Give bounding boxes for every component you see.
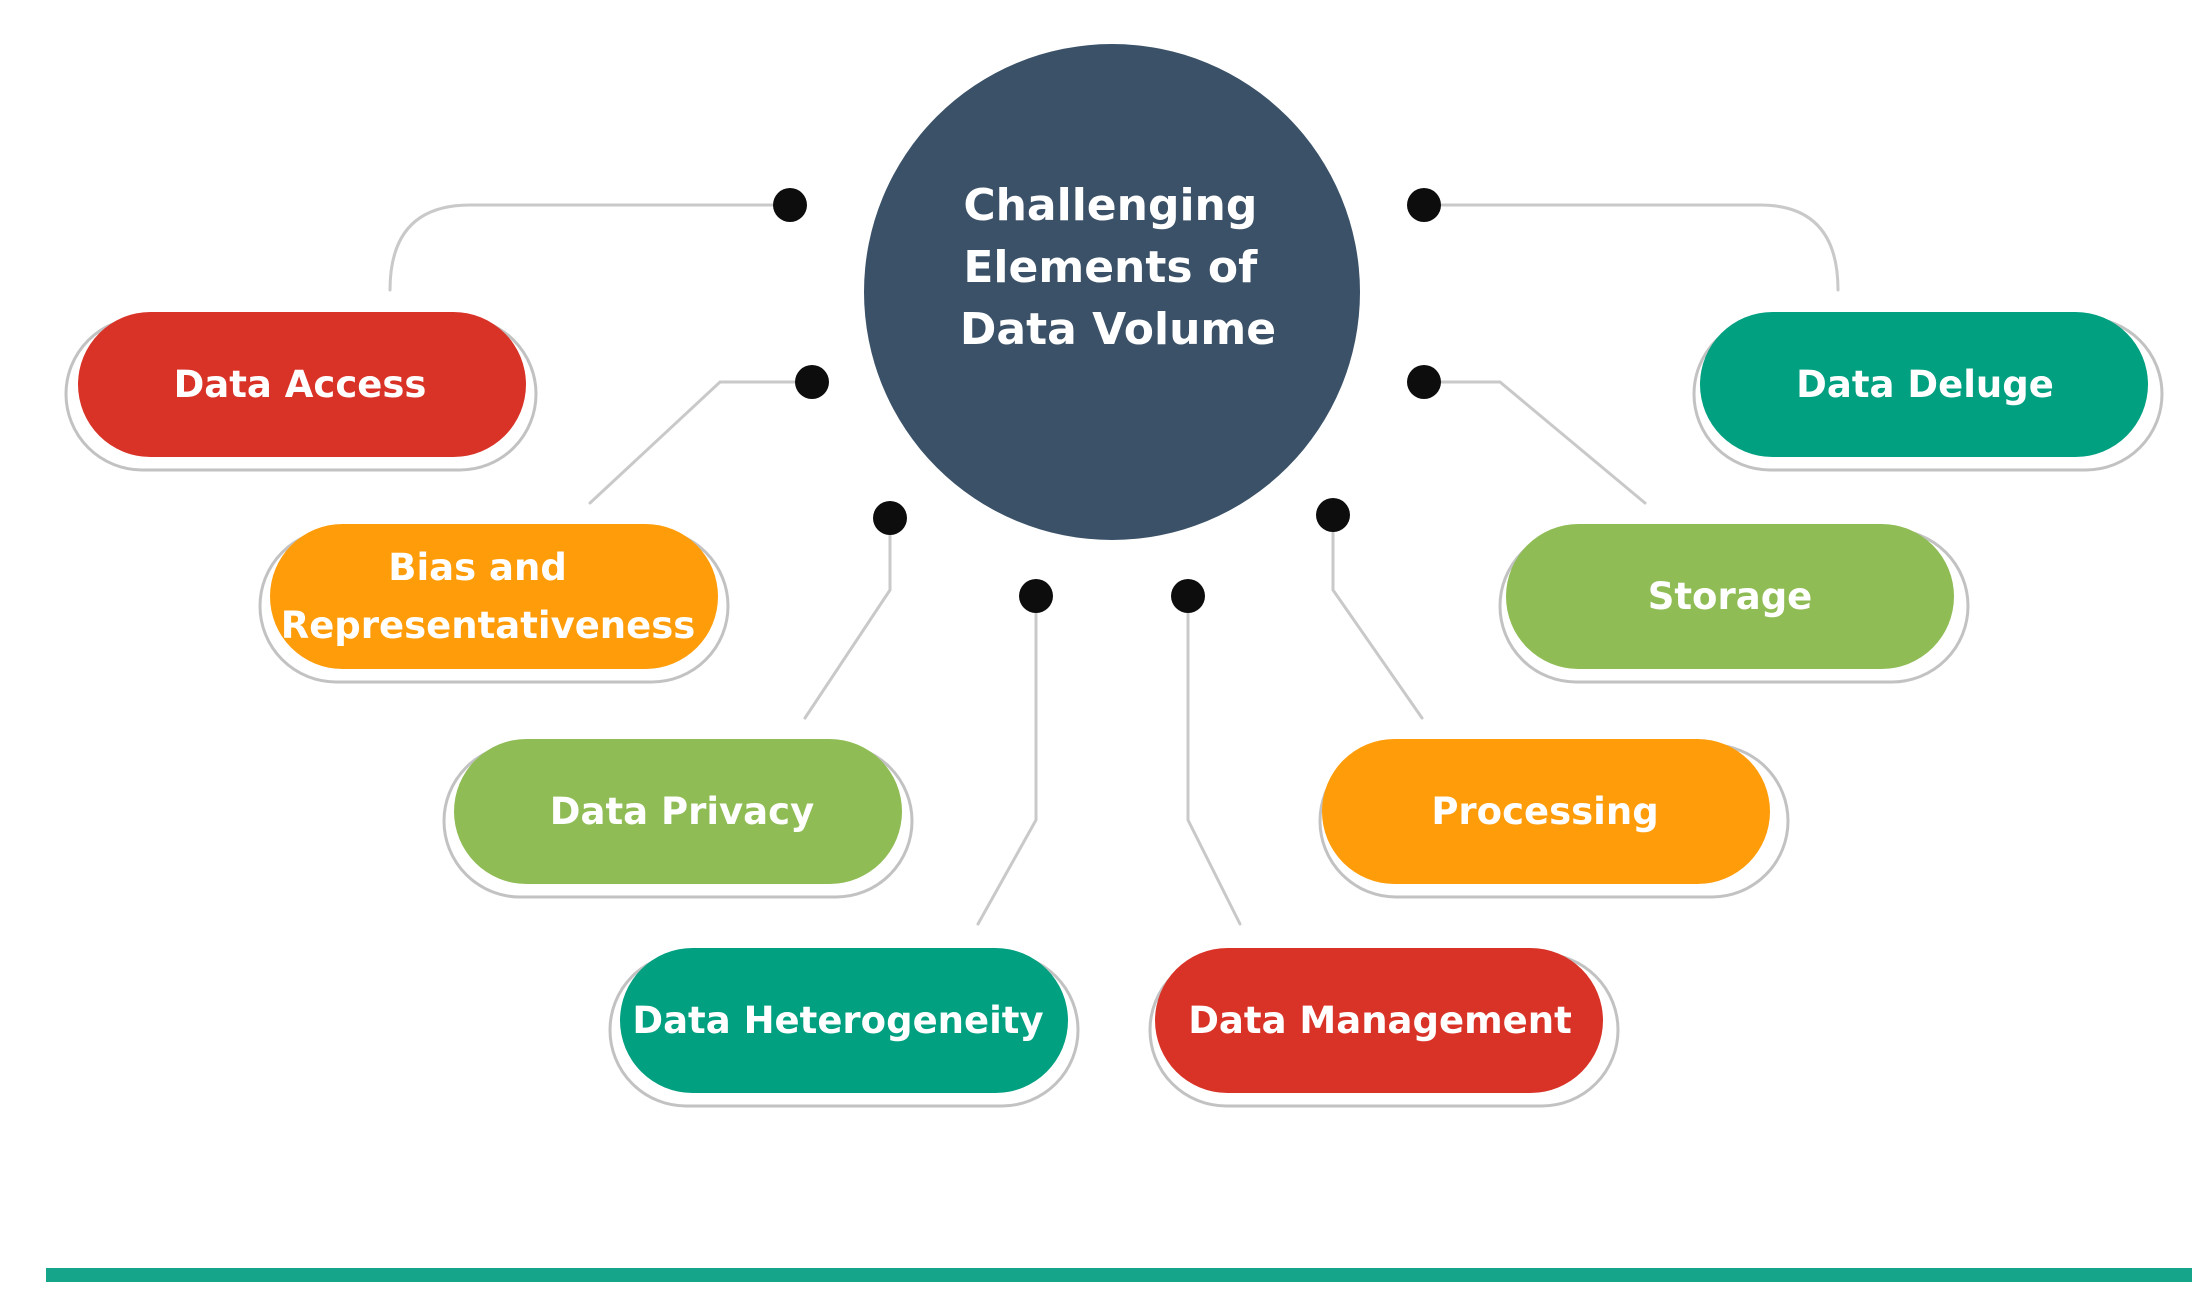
node-data-deluge-pill	[1700, 312, 2148, 457]
center-label-line-2: Elements of	[963, 242, 1258, 293]
node-storage-pill	[1506, 524, 1954, 669]
node-processing: Processing	[1318, 739, 1790, 899]
node-data-deluge: Data Deluge	[1692, 312, 2164, 472]
node-data-management-label: Data Management	[1188, 999, 1572, 1042]
connector-dots	[773, 188, 1441, 613]
dot-data-management	[1171, 579, 1205, 613]
node-bias-representativeness-line-1: Bias and	[388, 546, 567, 589]
center-label: Challenging Elements of Data Volume	[960, 180, 1276, 355]
connector-processing	[1331, 513, 1424, 720]
node-storage-line-1: Storage	[1648, 575, 1813, 618]
dot-bias-representativeness	[795, 365, 829, 399]
connector-storage	[1422, 380, 1647, 505]
node-processing-pill	[1322, 739, 1770, 884]
node-data-privacy: Data Privacy	[442, 739, 914, 899]
node-data-management: Data Management	[1148, 948, 1620, 1108]
node-processing-line-1: Processing	[1431, 790, 1658, 833]
node-bias-representativeness-line-2: Representativeness	[281, 604, 696, 647]
node-data-privacy-label: Data Privacy	[550, 790, 814, 833]
connector-data-access	[388, 203, 792, 292]
footer-bar	[46, 1268, 2192, 1282]
node-data-heterogeneity: Data Heterogeneity	[608, 948, 1080, 1108]
connector-data-privacy	[803, 516, 892, 720]
node-data-access-label: Data Access	[174, 363, 427, 406]
center-circle	[864, 44, 1360, 540]
node-data-privacy-pill	[454, 739, 902, 884]
node-data-deluge-line-1: Data Deluge	[1796, 363, 2054, 406]
node-data-access: Data Access	[64, 312, 538, 472]
connector-data-deluge	[1422, 203, 1840, 292]
connector-data-management	[1186, 594, 1242, 926]
node-data-access-pill	[78, 312, 526, 457]
dot-data-access	[773, 188, 807, 222]
node-data-management-pill	[1155, 948, 1603, 1093]
node-storage: Storage	[1498, 524, 1970, 684]
dot-data-heterogeneity	[1019, 579, 1053, 613]
center-label-line-1: Challenging	[963, 180, 1257, 231]
dot-storage	[1407, 365, 1441, 399]
node-data-heterogeneity-line-1: Data Heterogeneity	[632, 999, 1043, 1042]
dot-data-deluge	[1407, 188, 1441, 222]
node-processing-label: Processing	[1431, 790, 1658, 833]
node-data-heterogeneity-pill	[620, 948, 1068, 1093]
node-data-deluge-label: Data Deluge	[1796, 363, 2054, 406]
node-bias-representativeness-pill	[270, 524, 718, 669]
connectors	[388, 203, 1840, 926]
node-bias-representativeness-label: Bias and Representativeness	[281, 546, 696, 647]
node-storage-label: Storage	[1648, 575, 1813, 618]
node-data-management-line-1: Data Management	[1188, 999, 1572, 1042]
node-data-heterogeneity-label: Data Heterogeneity	[632, 999, 1043, 1042]
center-label-line-3: Data Volume	[960, 304, 1276, 355]
node-data-access-line-1: Data Access	[174, 363, 427, 406]
connector-bias-representativeness	[588, 380, 812, 505]
dot-processing	[1316, 498, 1350, 532]
node-bias-representativeness: Bias and Representativeness	[258, 524, 730, 684]
node-data-privacy-line-1: Data Privacy	[550, 790, 814, 833]
center-node: Challenging Elements of Data Volume	[864, 44, 1360, 540]
connector-data-heterogeneity	[976, 594, 1038, 926]
dot-data-privacy	[873, 501, 907, 535]
